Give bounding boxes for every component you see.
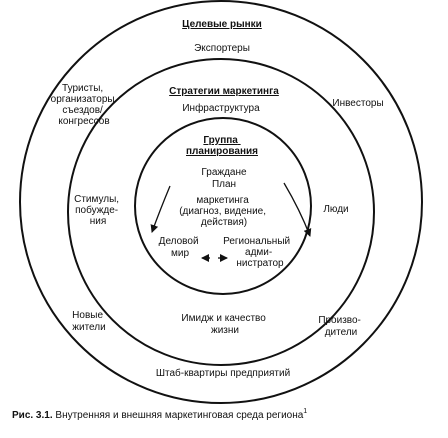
- plan-label: План: [212, 179, 236, 190]
- middle-ring: [67, 58, 375, 366]
- tourists-line-2: организаторы: [51, 94, 115, 105]
- tourists-line-1: Туристы,: [62, 83, 103, 94]
- incentives-line-2: побужде-: [75, 204, 118, 216]
- planning-group-title: Группа планирования: [186, 135, 258, 157]
- marketing-plan-line-2: (диагноз, видение,: [179, 206, 266, 217]
- left-curved-arrow: [150, 185, 171, 233]
- incentives-line-3: ния: [90, 216, 107, 227]
- image-label: Имидж и качество жизни: [181, 313, 268, 336]
- regional-admin-line-2: адми-: [245, 247, 272, 258]
- caption-text: Внутренняя и внешняя маркетинговая среда…: [53, 410, 304, 421]
- inner-ring: [134, 117, 312, 295]
- outer-ring: [19, 0, 423, 404]
- infrastructure-label: Инфраструктура: [182, 102, 260, 114]
- exporters-label: Экспортеры: [194, 43, 250, 54]
- image-line-1: Имидж и качество: [181, 313, 266, 324]
- marketing-plan-line-3: действия): [201, 217, 247, 228]
- regional-admin-line-3: нистратор: [236, 258, 284, 269]
- business-line-1: Деловой: [159, 236, 199, 247]
- business-label: Деловой мир: [159, 236, 202, 259]
- incentives-line-1: Стимулы,: [74, 194, 119, 205]
- tourists-label: Туристы, организаторы съездов/ конгрессо…: [51, 83, 118, 127]
- regional-admin-label: Региональный адми- нистратор: [223, 236, 293, 269]
- marketing-plan-label: маркетинга (диагноз, видение, действия): [179, 195, 269, 228]
- producers-label: Произво- дители: [318, 315, 363, 338]
- regional-admin-line-1: Региональный: [223, 236, 290, 247]
- target-markets-title: Целевые рынки: [182, 19, 262, 30]
- tourists-line-3: съездов/: [62, 105, 103, 116]
- new-residents-line-2: жители: [72, 322, 105, 333]
- new-residents-line-1: Новые: [72, 310, 103, 321]
- people-label: Люди: [323, 204, 348, 215]
- business-line-2: мир: [171, 248, 189, 259]
- investors-label: Инвесторы: [332, 98, 383, 109]
- marketing-strategies-title: Стратегии маркетинга: [169, 86, 279, 97]
- tourists-line-4: конгрессов: [58, 116, 109, 127]
- caption-footnote-mark: 1: [303, 408, 307, 415]
- citizens-label: Граждане: [201, 167, 247, 178]
- headquarters-label: Штаб-квартиры предприятий: [156, 367, 290, 379]
- right-curved-arrow: [283, 182, 312, 237]
- producers-line-1: Произво-: [318, 315, 361, 326]
- producers-line-2: дители: [325, 327, 358, 338]
- caption-label: Рис. 3.1.: [12, 410, 53, 421]
- figure-caption: Рис. 3.1. Внутренняя и внешняя маркетинг…: [12, 408, 307, 421]
- new-residents-label: Новые жители: [72, 310, 106, 333]
- planning-group-line-2: планирования: [186, 146, 258, 157]
- incentives-label: Стимулы, побужде- ния: [74, 194, 122, 227]
- planning-group-line-1: Группа: [203, 135, 238, 146]
- image-line-2: жизни: [211, 325, 239, 336]
- marketing-plan-line-1: маркетинга: [196, 195, 249, 206]
